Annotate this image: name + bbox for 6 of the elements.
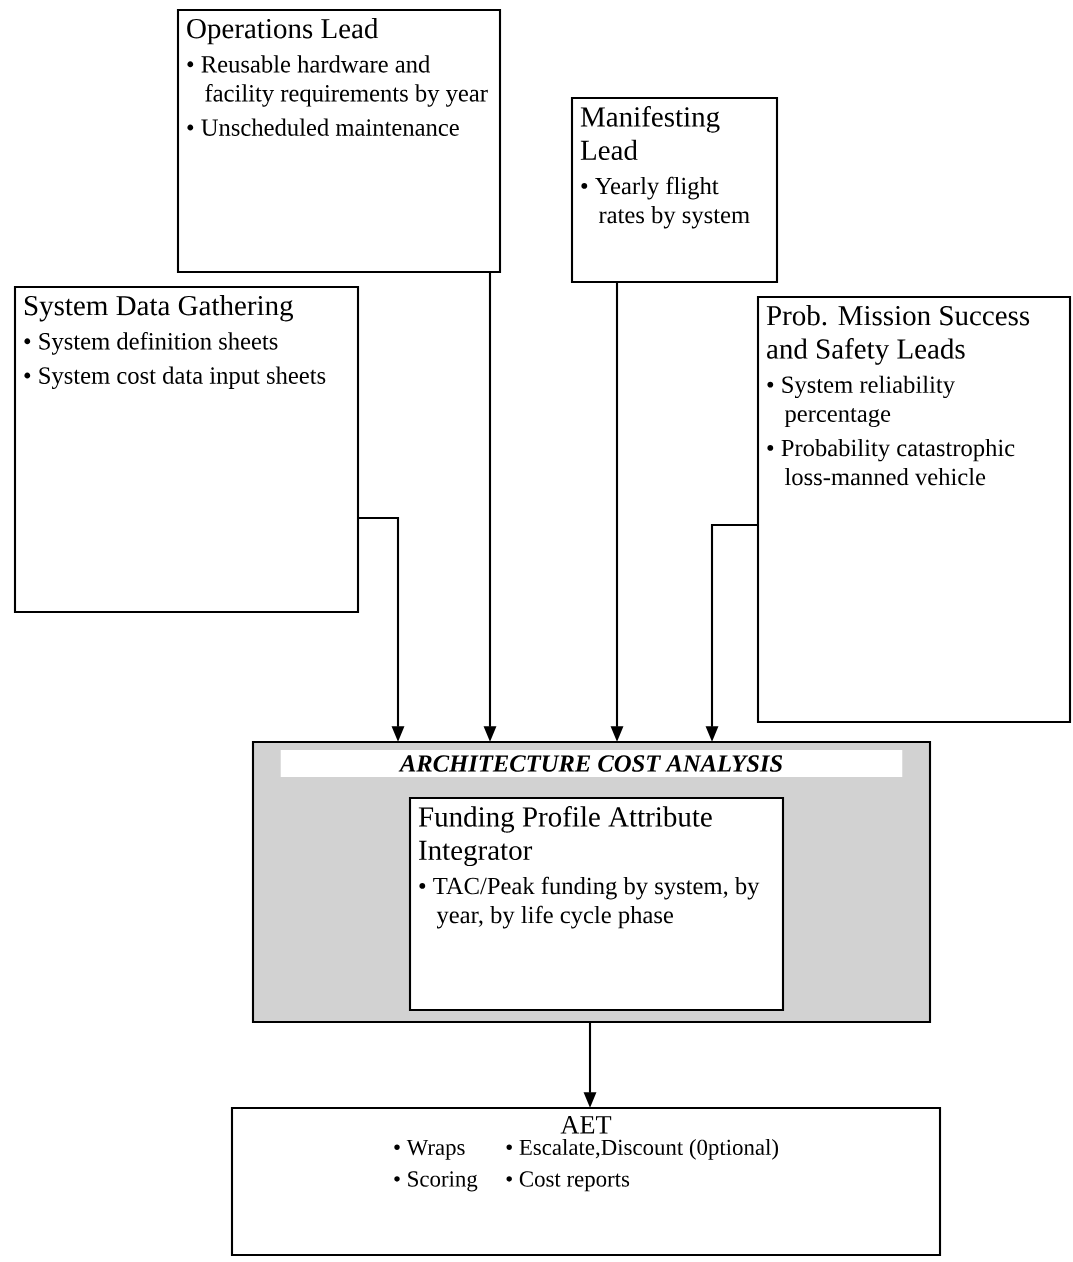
process-box: Manifesting Lead • Yearly flight rates by system [570, 96, 779, 284]
process-box: Operations Lead • Reusable hardware and facility requirements by year • Unscheduled maintenance [176, 8, 502, 274]
process-box: Funding Profile Attribute Integrator • TAC/Peak funding by system, by year, by life cycle phase [408, 796, 785, 1012]
process-box: System Data Gathering • System definition sheets • System cost data input sheets [13, 285, 360, 614]
process-box: AET • Wraps • Escalate,Discount (0ptional) • Scoring • Cost reports [230, 1106, 942, 1257]
process-box: Prob. Mission Success and Safety Leads • System reliability percentage • Probability catastrophic loss-manned vehicle [756, 295, 1072, 724]
